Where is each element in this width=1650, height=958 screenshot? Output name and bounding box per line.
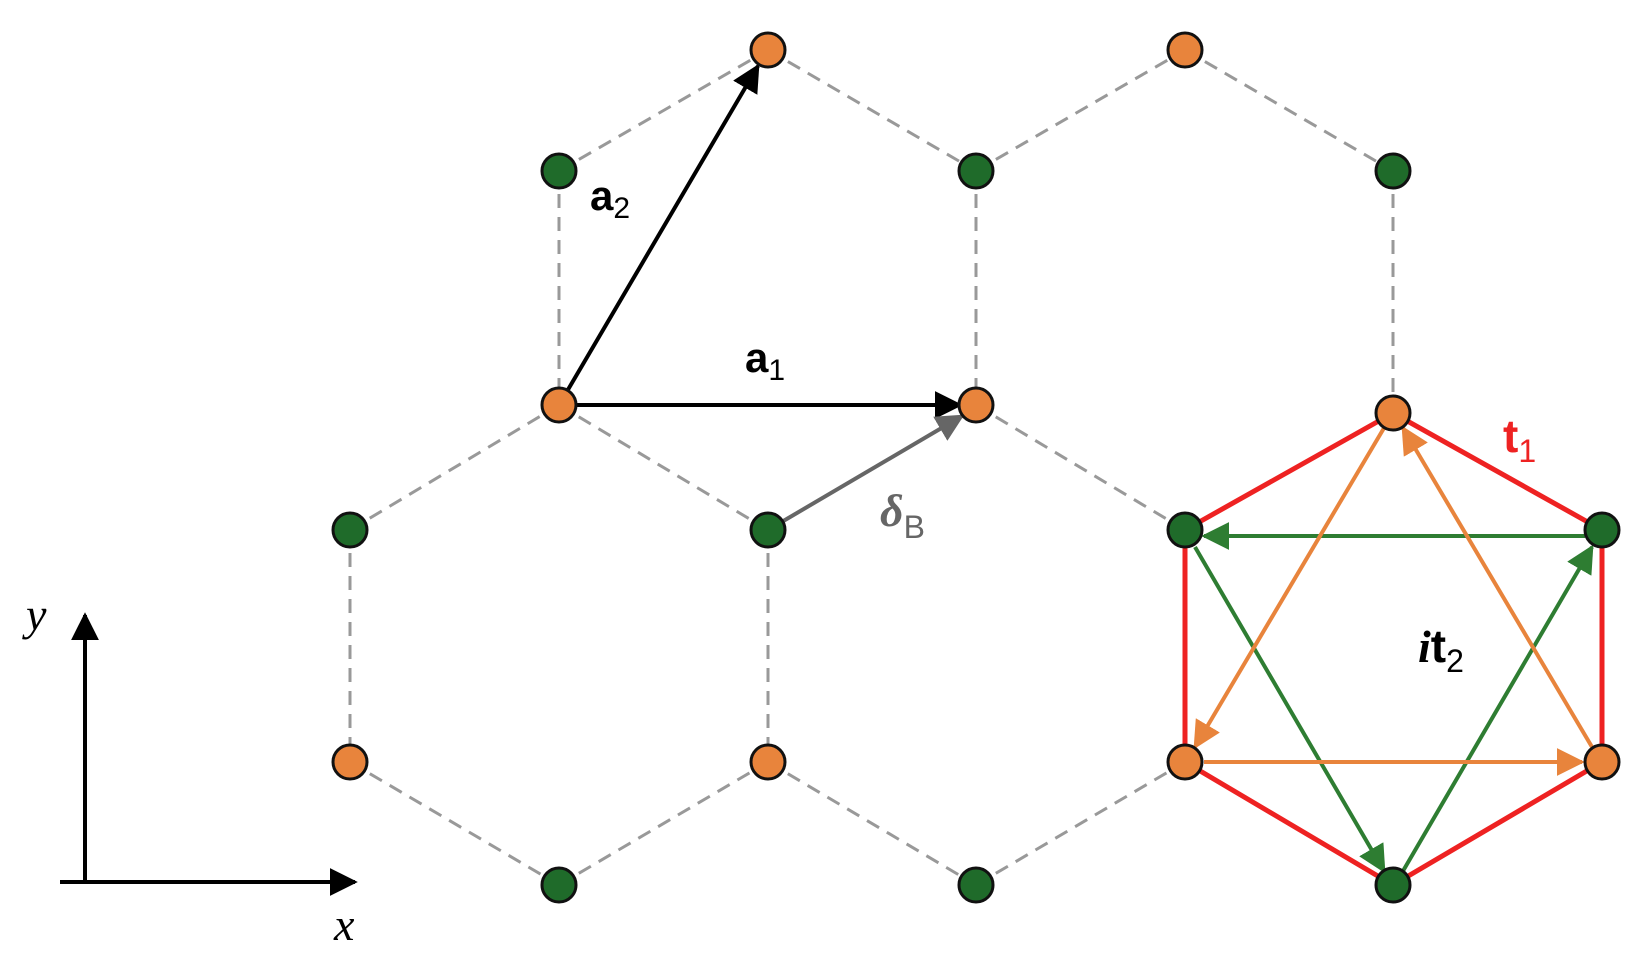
site-a [1166,31,1204,69]
site-b [540,866,578,904]
site-b [1374,152,1412,190]
site-a [957,386,995,424]
a2-label: a2 [590,172,630,225]
nnn-hopping-b-arrows [1193,522,1594,874]
sublattice-a-sites [331,31,1621,781]
site-a [1166,743,1204,781]
site-a [749,743,787,781]
delta-b-label: δB [880,485,925,545]
lattice-vector-a2 [557,63,760,407]
site-a [1374,394,1412,432]
site-a [749,31,787,69]
lattice-bonds [348,48,1395,887]
coordinate-axes: y x [22,589,358,950]
site-b [1374,866,1412,904]
site-a [331,743,369,781]
sublattice-b-sites [331,152,1621,904]
site-a [1583,743,1621,781]
a1-label: a1 [745,334,785,387]
site-a [540,386,578,424]
site-b [540,152,578,190]
site-b [957,152,995,190]
y-axis-label: y [22,589,47,640]
it2-label: it2 [1418,620,1464,679]
site-b [1583,511,1621,549]
site-b [957,866,995,904]
nn-hopping-hexagon [1182,410,1605,888]
site-b [1166,511,1204,549]
site-b [331,511,369,549]
t1-label: t1 [1503,410,1536,469]
site-b [749,511,787,549]
delta-b-vector [766,414,965,532]
x-axis-label: x [333,899,355,950]
nnn-hopping-a-arrows [1193,425,1594,776]
